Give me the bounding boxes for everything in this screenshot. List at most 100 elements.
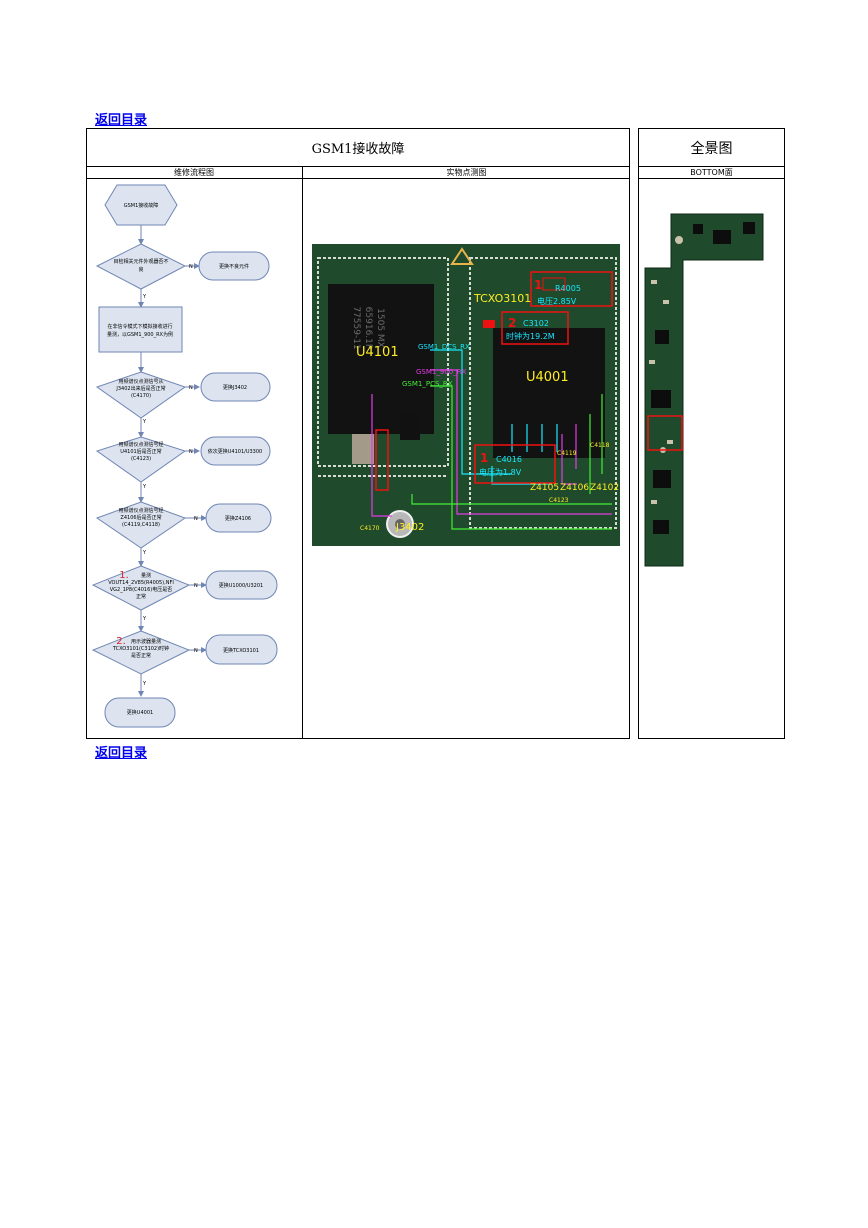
flow-action-5 — [205, 570, 278, 600]
repair-flowchart: GSM1接收故障 目检相关元件外观器否不 良 在非信令模式下模拟接收进行 量测，… — [91, 184, 278, 728]
chip-u4101 — [328, 284, 434, 434]
svg-text:用示波器量测: 用示波器量测 — [131, 638, 161, 645]
flow-decision-3 — [95, 436, 187, 483]
svg-text:良: 良 — [138, 266, 143, 273]
svg-text:N: N — [194, 648, 198, 654]
box-r4005 — [530, 271, 613, 307]
flow-decision-5 — [91, 565, 191, 611]
box-c4016 — [474, 444, 556, 484]
flow-start-text: GSM1接收故障 — [124, 202, 159, 209]
svg-text:时钟为19.2M: 时钟为19.2M — [506, 331, 555, 341]
flow-note-box — [98, 306, 183, 353]
svg-text:U4101: U4101 — [356, 345, 399, 360]
box-c4170 — [375, 429, 389, 491]
svg-text:C4119: C4119 — [557, 450, 577, 457]
svg-text:用频谱仪点测信号从: 用频谱仪点测信号从 — [118, 378, 163, 385]
svg-text:N: N — [189, 449, 193, 455]
table-title: GSM1接收故障 — [311, 142, 405, 157]
flow-action-1 — [198, 251, 270, 281]
svg-text:N: N — [194, 583, 198, 589]
svg-text:TCXO3101(C3102)时钟: TCXO3101(C3102)时钟 — [112, 645, 169, 652]
flow-action-6 — [205, 634, 278, 665]
svg-text:TCXO3101: TCXO3101 — [473, 292, 531, 305]
svg-text:Z4106后是否正常: Z4106后是否正常 — [120, 514, 161, 521]
flow-decision-4 — [95, 501, 187, 549]
svg-text:N: N — [194, 516, 198, 522]
svg-text:J3402: J3402 — [395, 522, 424, 533]
svg-text:VG2_1P8(C4016)电压是否: VG2_1P8(C4016)电压是否 — [110, 586, 172, 593]
svg-text:VOUT14_2V85(R4005),NFI: VOUT14_2V85(R4005),NFI — [108, 580, 174, 586]
svg-text:R4005: R4005 — [555, 284, 581, 293]
svg-text:更换J3402: 更换J3402 — [223, 384, 247, 391]
pcb-measurement-photo: 77559-11 65916.1P 1505 MX U4101 U4001 TC… — [312, 244, 620, 546]
svg-text:用频谱仪点测信号经: 用频谱仪点测信号经 — [118, 441, 163, 448]
chip-u4001 — [493, 328, 605, 458]
svg-text:更换不良元件: 更换不良元件 — [219, 263, 249, 270]
svg-text:C3102: C3102 — [523, 319, 549, 328]
svg-text:77559-11: 77559-11 — [351, 306, 361, 349]
col-photo-header: 实物点测图 — [446, 168, 487, 177]
svg-text:U4001: U4001 — [526, 370, 569, 385]
svg-text:Y: Y — [142, 681, 147, 687]
svg-text:Y: Y — [142, 419, 147, 425]
svg-text:量测，以GSM1_900_RX为例: 量测，以GSM1_900_RX为例 — [107, 331, 173, 338]
svg-text:C4016: C4016 — [496, 455, 522, 464]
svg-text:更换Z4106: 更换Z4106 — [225, 515, 251, 522]
svg-text:是否正常: 是否正常 — [131, 652, 151, 659]
panorama-title: 全景图 — [690, 141, 733, 157]
flow-action-3 — [200, 436, 271, 466]
svg-text:更换TCXO3101: 更换TCXO3101 — [223, 647, 259, 654]
svg-text:Y: Y — [142, 550, 147, 556]
svg-text:量测: 量测 — [141, 572, 151, 579]
svg-text:1: 1 — [534, 278, 542, 292]
svg-text:C4170: C4170 — [360, 525, 380, 532]
svg-text:Y: Y — [142, 484, 147, 490]
main-table — [86, 128, 630, 739]
svg-text:(C4170): (C4170) — [131, 393, 151, 399]
svg-text:U4101后是否正常: U4101后是否正常 — [120, 448, 161, 455]
svg-text:(C4123): (C4123) — [131, 456, 151, 462]
panorama-table — [638, 128, 785, 739]
svg-text:在非信令模式下模拟接收进行: 在非信令模式下模拟接收进行 — [107, 323, 172, 330]
svg-text:C4118: C4118 — [590, 442, 610, 449]
svg-text:GSM1_PCS_RX: GSM1_PCS_RX — [402, 380, 453, 388]
svg-text:Y: Y — [142, 616, 147, 622]
svg-text:2: 2 — [508, 316, 516, 330]
svg-text:正常: 正常 — [136, 593, 146, 600]
col-board-header: BOTTOM面 — [690, 168, 733, 177]
svg-text:Y: Y — [142, 294, 147, 300]
svg-text:Z4106: Z4106 — [560, 483, 589, 493]
svg-text:C4123: C4123 — [549, 497, 569, 504]
flow-action-2 — [200, 372, 271, 402]
flow-end — [104, 697, 176, 728]
flow-decision-6 — [91, 630, 191, 675]
svg-text:1.: 1. — [119, 570, 129, 581]
svg-text:N: N — [189, 264, 193, 270]
board-highlight-box — [647, 415, 683, 451]
flow-decision-1 — [95, 243, 187, 290]
svg-text:1505 MX: 1505 MX — [375, 308, 385, 348]
svg-text:更换U1000/U3201: 更换U1000/U3201 — [219, 582, 263, 589]
toc-link-top[interactable]: 返回目录 — [95, 113, 148, 128]
svg-text:依次更换U4101/U3300: 依次更换U4101/U3300 — [208, 448, 262, 455]
svg-text:GSM1_900_RX: GSM1_900_RX — [416, 368, 467, 376]
flow-start — [104, 184, 178, 226]
svg-text:目检相关元件外观器否不: 目检相关元件外观器否不 — [113, 258, 168, 265]
svg-text:Z4102: Z4102 — [590, 483, 619, 493]
col-flow-header: 维修流程图 — [174, 168, 214, 177]
svg-text:65916.1P: 65916.1P — [363, 307, 373, 350]
board-bottom-panorama — [644, 213, 764, 567]
flow-decision-2 — [95, 371, 187, 419]
svg-text:更换U4001: 更换U4001 — [127, 709, 153, 716]
svg-text:(C4119,C4118): (C4119,C4118) — [122, 522, 160, 528]
toc-link-bottom[interactable]: 返回目录 — [95, 746, 148, 761]
svg-text:J3402出来后是否正常: J3402出来后是否正常 — [115, 385, 165, 392]
svg-text:用频谱仪点测信号经: 用频谱仪点测信号经 — [118, 507, 163, 514]
svg-text:2.: 2. — [116, 636, 126, 647]
flow-action-4 — [205, 503, 272, 533]
box-c3102 — [501, 311, 569, 345]
svg-text:Z4105: Z4105 — [530, 483, 559, 493]
svg-text:电压2.85V: 电压2.85V — [537, 296, 577, 306]
svg-text:电压为1.8V: 电压为1.8V — [479, 467, 522, 477]
svg-text:N: N — [189, 385, 193, 391]
